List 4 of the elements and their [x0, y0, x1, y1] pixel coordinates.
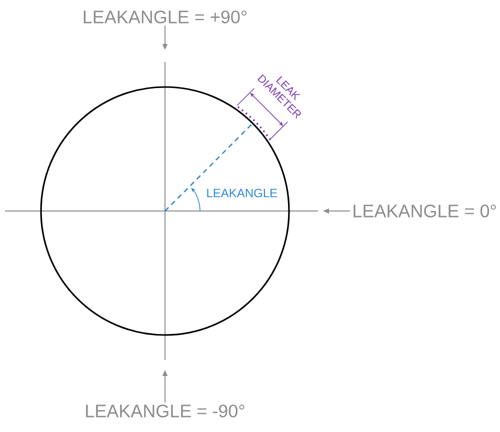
axis-value-label: LEAKANGLE = -90° [86, 404, 244, 418]
angle-label: LEAKANGLE [207, 188, 278, 198]
axis-value-label: LEAKANGLE = 0° [354, 204, 496, 218]
axis-value-label: LEAKANGLE = +90° [84, 10, 247, 24]
